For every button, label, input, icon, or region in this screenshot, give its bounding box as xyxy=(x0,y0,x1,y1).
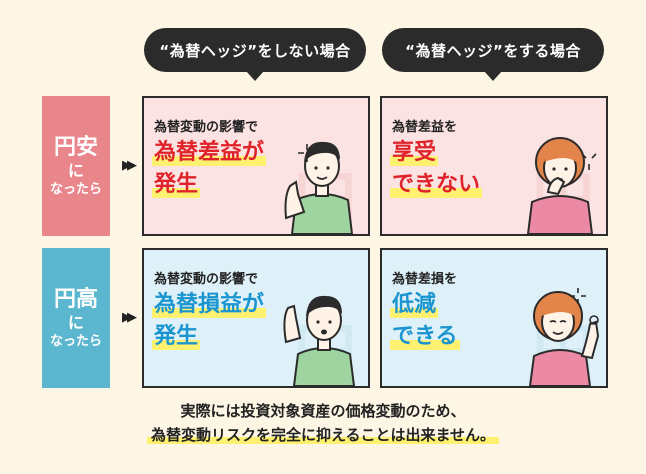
footer-line-1: 実際には投資対象資産の価格変動のため、 xyxy=(180,402,466,420)
panel-no-hedge-yen-weak: 円 為替変動の影響で 為替差益が 発生 xyxy=(142,96,370,236)
row-label-yen-weak-rest: なったら xyxy=(49,181,102,197)
panel-with-hedge-yen-weak: 円 為替差益を 享受 できない xyxy=(380,96,608,236)
footer-line-2: 為替変動リスクを完全に抑えることは出来ません。 xyxy=(146,426,500,444)
panel-headline-2: 発生 xyxy=(152,172,201,198)
footer-note: 実際には投資対象資産の価格変動のため、 為替変動リスクを完全に抑えることは出来ま… xyxy=(0,399,646,447)
row-label-yen-strong-ni: に xyxy=(67,312,84,332)
double-arrow-icon: ▶▶ xyxy=(122,309,137,325)
panel-headline-2: できない xyxy=(390,172,483,198)
sparkle-icon xyxy=(298,144,316,162)
panel-caption: 為替差損を xyxy=(392,272,458,287)
header-no-hedge: “為替ヘッジ”をしない場合 xyxy=(144,28,366,81)
row-label-yen-weak-ni: に xyxy=(67,160,84,180)
panel-no-hedge-yen-strong: 円 為替変動の影響で 為替損益が 発生 xyxy=(142,248,370,388)
row-label-yen-weak-main: 円安 xyxy=(53,134,98,160)
panel-headline-1: 低減 xyxy=(390,292,439,318)
woman-worried-icon xyxy=(526,137,594,234)
woman-ok-sign-icon xyxy=(528,291,600,386)
header-with-hedge: “為替ヘッジ”をする場合 xyxy=(382,28,604,81)
panel-headline-2: 発生 xyxy=(152,324,201,350)
panel-caption: 為替変動の影響で xyxy=(154,120,259,135)
panel-with-hedge-yen-strong: 円 為替差損を 低減 できる xyxy=(380,248,608,388)
panel-caption: 為替差益を xyxy=(392,120,458,135)
panel-headline-1: 為替損益が xyxy=(152,292,267,318)
panel-caption: 為替変動の影響で xyxy=(154,272,259,287)
row-label-yen-strong-rest: なったら xyxy=(49,333,102,349)
panel-headline-1: 為替差益が xyxy=(152,140,267,166)
double-arrow-icon: ▶▶ xyxy=(122,157,137,173)
panel-headline-1: 享受 xyxy=(390,140,439,166)
panel-headline-2: できる xyxy=(390,324,460,350)
man-thumbs-up-icon xyxy=(284,141,354,234)
man-waving-icon xyxy=(283,295,356,386)
sparkle-icon xyxy=(581,153,597,170)
sparkle-icon xyxy=(570,288,586,304)
row-label-yen-strong: 円高 に なったら xyxy=(42,248,110,388)
row-label-yen-weak: 円安 に なったら xyxy=(42,96,110,236)
row-label-yen-strong-main: 円高 xyxy=(53,286,98,312)
